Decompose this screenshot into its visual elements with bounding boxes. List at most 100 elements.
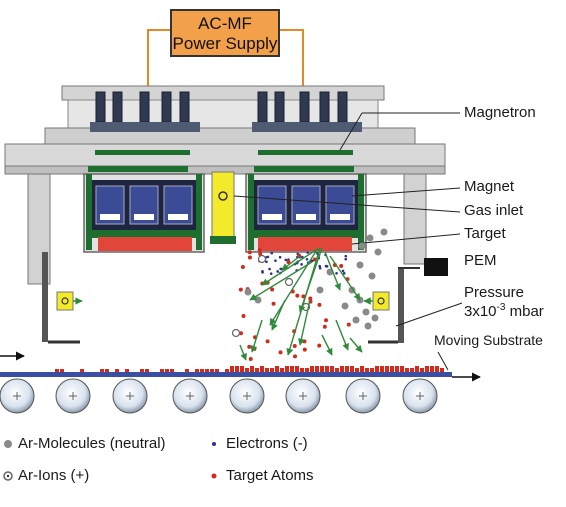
film-segment	[305, 368, 309, 372]
pem-sensor	[424, 258, 448, 276]
electron-dot	[276, 270, 279, 273]
film-segment	[145, 369, 149, 372]
film-segment	[295, 366, 299, 372]
gas-inlet-sides	[56, 291, 390, 311]
legend-target-atoms: Target Atoms	[226, 467, 314, 484]
electron-dot	[274, 259, 277, 262]
ar-ion-dot	[231, 328, 241, 338]
legend-marker-ar-ions-core	[6, 474, 10, 478]
legend-ar-molecules: Ar-Molecules (neutral)	[18, 435, 166, 452]
power-supply-box: AC-MF Power Supply	[170, 9, 280, 57]
film-segment	[210, 369, 214, 372]
ar-molecule-dot	[358, 242, 366, 250]
target-atom-dot	[317, 302, 322, 307]
legend-marker-target-atoms	[211, 473, 217, 479]
ar-molecule-dot	[374, 248, 382, 256]
target-atom-dot	[302, 339, 307, 344]
film-segment	[370, 368, 374, 372]
legend-electrons: Electrons (-)	[226, 435, 308, 452]
electron-dot	[266, 255, 270, 259]
film-segment	[265, 368, 269, 372]
particle-cloud	[231, 228, 388, 361]
ar-molecule-dot	[316, 286, 324, 294]
film-segment	[270, 368, 274, 372]
top-frame	[4, 85, 446, 175]
film-segment	[345, 366, 349, 372]
label-pressure-value: 3x10-3 mbar	[464, 302, 544, 320]
film-segment	[350, 366, 354, 372]
substrate-rollers	[0, 378, 438, 414]
film-segment	[425, 366, 429, 372]
target-atom-dot	[322, 324, 327, 329]
film-segment	[240, 366, 244, 372]
connector-bases	[90, 122, 362, 132]
label-magnet: Magnet	[464, 178, 515, 195]
target-atom-dot	[317, 343, 322, 348]
moving-substrate	[0, 351, 481, 382]
target-atom-dot	[257, 248, 262, 253]
film-segment	[245, 368, 249, 372]
target-atom-dot	[293, 354, 298, 359]
film-segment	[355, 368, 359, 372]
film-segment	[385, 366, 389, 372]
target-atom-dot	[346, 322, 351, 327]
target-atom-dot	[278, 350, 283, 355]
electron-dot	[284, 258, 288, 262]
trajectory-arrow	[250, 319, 263, 353]
film-segment	[320, 366, 324, 372]
ar-molecule-dot	[366, 234, 374, 242]
label-pressure: Pressure	[464, 284, 525, 301]
film-segment	[285, 366, 289, 372]
film-segment	[390, 366, 394, 372]
label-gas-inlet: Gas inlet	[464, 202, 524, 219]
film-segment	[365, 368, 369, 372]
ar-molecule-dot	[362, 308, 370, 316]
film-segment	[80, 369, 84, 372]
electron-dot	[305, 257, 309, 261]
target-atom-dot	[302, 347, 307, 352]
legend-ar-ions: Ar-Ions (+)	[18, 467, 90, 484]
film-segment	[375, 366, 379, 372]
ar-molecule-dot	[364, 322, 372, 330]
leader-lines	[233, 112, 463, 327]
power-wires	[147, 29, 304, 92]
legend-marker-electrons	[212, 442, 216, 446]
ar-ion-dot	[284, 277, 294, 287]
target-atom-dot	[292, 343, 297, 348]
film-segment	[105, 369, 109, 372]
film-segment	[410, 368, 414, 372]
pressure-exponent: -3	[496, 302, 506, 313]
target-atom-dot	[247, 250, 252, 255]
electron-dot	[261, 271, 264, 274]
electron-dot	[318, 264, 321, 268]
electron-dot	[324, 264, 328, 268]
film-segment	[395, 366, 399, 372]
electron-dot	[300, 263, 303, 266]
electron-dot	[342, 272, 346, 275]
ar-molecule-dot	[371, 314, 379, 322]
film-segment	[140, 369, 144, 372]
film-segment	[360, 366, 364, 372]
target-atom-dot	[324, 318, 329, 323]
target-atom-dot	[339, 264, 344, 269]
target-atom-dot	[271, 301, 276, 306]
trajectory-arrow	[298, 247, 323, 313]
target-atom-dot	[247, 255, 252, 260]
film-segment	[260, 366, 264, 372]
legend-markers	[3, 440, 217, 481]
electron-dot	[318, 266, 322, 270]
target-atom-dot	[295, 293, 300, 298]
film-segment	[250, 366, 254, 372]
film-segment	[415, 366, 419, 372]
electron-dot	[270, 251, 274, 255]
electron-dot	[265, 260, 268, 264]
target-atom-dot	[286, 259, 291, 264]
label-moving-substrate: Moving Substrate	[434, 332, 543, 348]
film-segment	[185, 369, 189, 372]
film-segment	[60, 369, 64, 372]
legend-marker-ar-molecules	[4, 440, 12, 448]
electron-dot	[268, 267, 271, 271]
film-segment	[275, 366, 279, 372]
trajectory-arrow	[324, 251, 341, 291]
electron-dot	[269, 272, 273, 275]
